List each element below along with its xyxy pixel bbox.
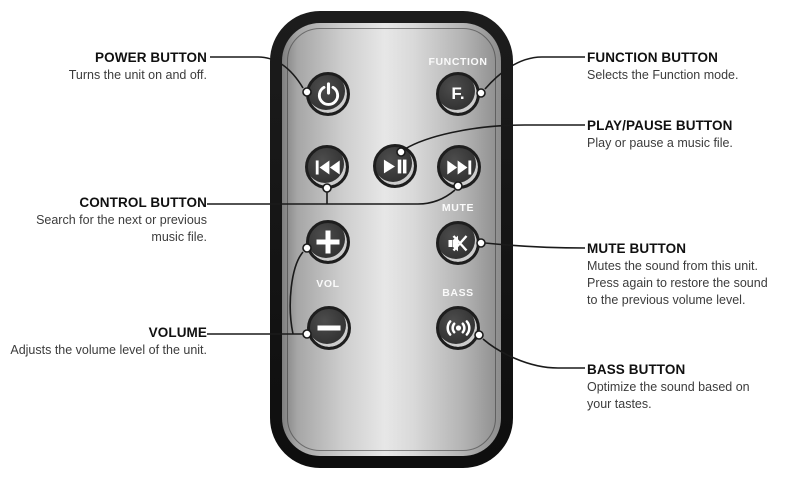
play-pause-button [373,144,417,188]
minus-icon [316,315,342,341]
callout-desc: Adjusts the volume level of the unit. [10,343,207,357]
callout-title: VOLUME [148,325,207,340]
play-pause-icon [383,159,407,174]
callout-desc: Selects the Function mode. [587,68,739,82]
callout-title: FUNCTION BUTTON [587,50,718,65]
callout-control: CONTROL BUTTON Search for the next or pr… [0,194,207,246]
vol-key-label: VOL [316,278,340,290]
power-button [306,72,350,116]
power-icon [316,81,341,107]
remote-body: FUNCTION MUTE VOL BASS F. [270,11,513,468]
callout-power: POWER BUTTON Turns the unit on and off. [0,49,207,84]
function-button: F. [436,72,480,116]
next-button [437,145,481,189]
callout-desc: Turns the unit on and off. [68,68,207,82]
bass-button [436,306,480,350]
callout-desc: Optimize the sound based on your tastes. [587,380,750,411]
skip-back-icon [315,159,340,175]
callout-title: MUTE BUTTON [587,241,687,256]
callout-volume: VOLUME Adjusts the volume level of the u… [0,324,207,359]
callout-desc: Play or pause a music file. [587,136,733,150]
mute-key-label: MUTE [441,202,475,214]
volume-up-button [306,220,350,264]
callout-title: BASS BUTTON [587,362,686,377]
mute-button [436,221,480,265]
bass-key-label: BASS [442,287,474,299]
callout-title: POWER BUTTON [95,50,207,65]
callout-mute: MUTE BUTTON Mutes the sound from this un… [587,240,789,309]
previous-button [305,145,349,189]
function-key-label: FUNCTION [428,56,488,68]
letter-f-text: F. [451,83,465,103]
mute-speaker-icon [446,232,470,254]
callout-desc: Mutes the sound from this unit. Press ag… [587,259,768,307]
callout-desc: Search for the next or previous music fi… [36,213,207,244]
callout-play-pause: PLAY/PAUSE BUTTON Play or pause a music … [587,117,789,152]
callout-function: FUNCTION BUTTON Selects the Function mod… [587,49,789,84]
callout-bass: BASS BUTTON Optimize the sound based on … [587,361,789,413]
sound-waves-icon [445,319,472,337]
callout-title: CONTROL BUTTON [79,195,207,210]
plus-icon [315,229,341,255]
skip-forward-icon [446,159,472,175]
volume-down-button [307,306,351,350]
callout-title: PLAY/PAUSE BUTTON [587,118,733,133]
